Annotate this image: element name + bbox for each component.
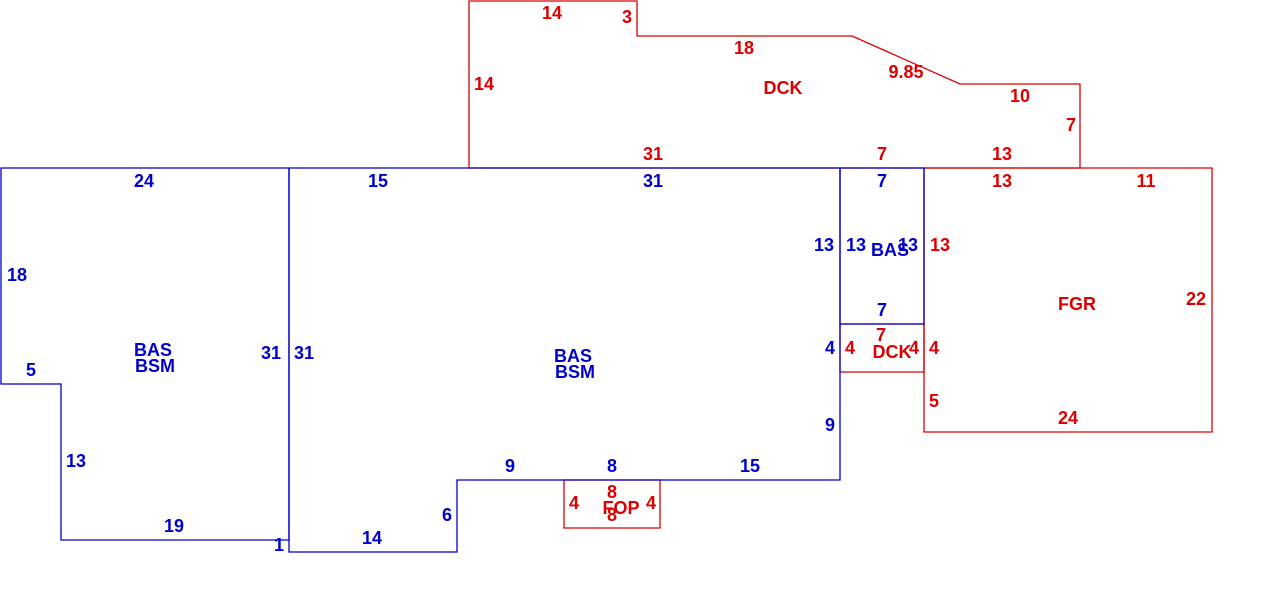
dimension-label: 5: [929, 391, 939, 411]
dimension-label: 3: [622, 7, 632, 27]
area-code-label: DCK: [764, 78, 803, 98]
dimension-label: 22: [1186, 289, 1206, 309]
dimension-label: 14: [474, 74, 494, 94]
area-code-label: FOP: [602, 498, 639, 518]
dimension-label: 4: [909, 338, 919, 358]
area-code-label: FGR: [1058, 294, 1096, 314]
dimension-label: 10: [1010, 86, 1030, 106]
dimension-label: 14: [542, 3, 562, 23]
area-code-label: BAS: [134, 340, 172, 360]
dimension-label: 7: [877, 300, 887, 320]
dimension-label: 8: [607, 482, 617, 502]
dimension-label: 13: [992, 171, 1012, 191]
outlines: [0, 0, 1213, 553]
dimension-label: 11: [1136, 171, 1155, 191]
dimension-label: 4: [646, 493, 656, 513]
dimension-label: 4: [569, 493, 579, 513]
dimension-label: 7: [877, 171, 887, 191]
area-code-label: BSM: [555, 362, 595, 382]
dimension-labels: 14 3 18 9.85 10 7 14 31 7 13 24 15 31 7 …: [7, 3, 1206, 555]
dimension-label: 13: [930, 235, 950, 255]
dimension-label: 31: [261, 343, 281, 363]
dimension-label: 9: [825, 415, 835, 435]
dimension-label: 31: [643, 144, 663, 164]
dimension-label: 13: [992, 144, 1012, 164]
dimension-label: 13: [846, 235, 866, 255]
dimension-label: 19: [164, 516, 184, 536]
dimension-label: 4: [929, 338, 939, 358]
area-code-label: BSM: [135, 356, 175, 376]
dimension-label: 7: [1066, 115, 1076, 135]
dimension-label: 24: [1058, 408, 1078, 428]
area-code-label: BAS: [554, 346, 592, 366]
area-code-label: BAS: [871, 240, 909, 260]
dimension-label: 4: [845, 338, 855, 358]
dimension-label: 15: [740, 456, 760, 476]
dimension-label: 13: [814, 235, 834, 255]
dimension-label: 7: [877, 144, 887, 164]
dimension-label: 6: [442, 505, 452, 525]
dimension-label: 4: [825, 338, 835, 358]
dimension-label: 8: [607, 456, 617, 476]
dimension-label: 18: [7, 265, 27, 285]
dimension-label: 14: [362, 528, 382, 548]
dimension-label: 8: [607, 505, 617, 525]
area-labels: BAS BSM BAS BSM BAS DCK FGR DCK FOP: [134, 78, 1096, 518]
area-code-label: DCK: [873, 342, 912, 362]
dimension-label: 9: [505, 456, 515, 476]
dimension-label: 9.85: [888, 62, 923, 82]
small-bas-outline: [839, 167, 925, 325]
dimension-label: 13: [66, 451, 86, 471]
dimension-label: 31: [294, 343, 314, 363]
dimension-label: 7: [876, 325, 886, 345]
dimension-label: 1: [274, 535, 284, 555]
dimension-label: 18: [734, 38, 754, 58]
dimension-label: 5: [26, 360, 36, 380]
dimension-label: 13: [898, 235, 918, 255]
dimension-label: 15: [368, 171, 388, 191]
dimension-label: 24: [134, 171, 154, 191]
dimension-label: 31: [643, 171, 663, 191]
